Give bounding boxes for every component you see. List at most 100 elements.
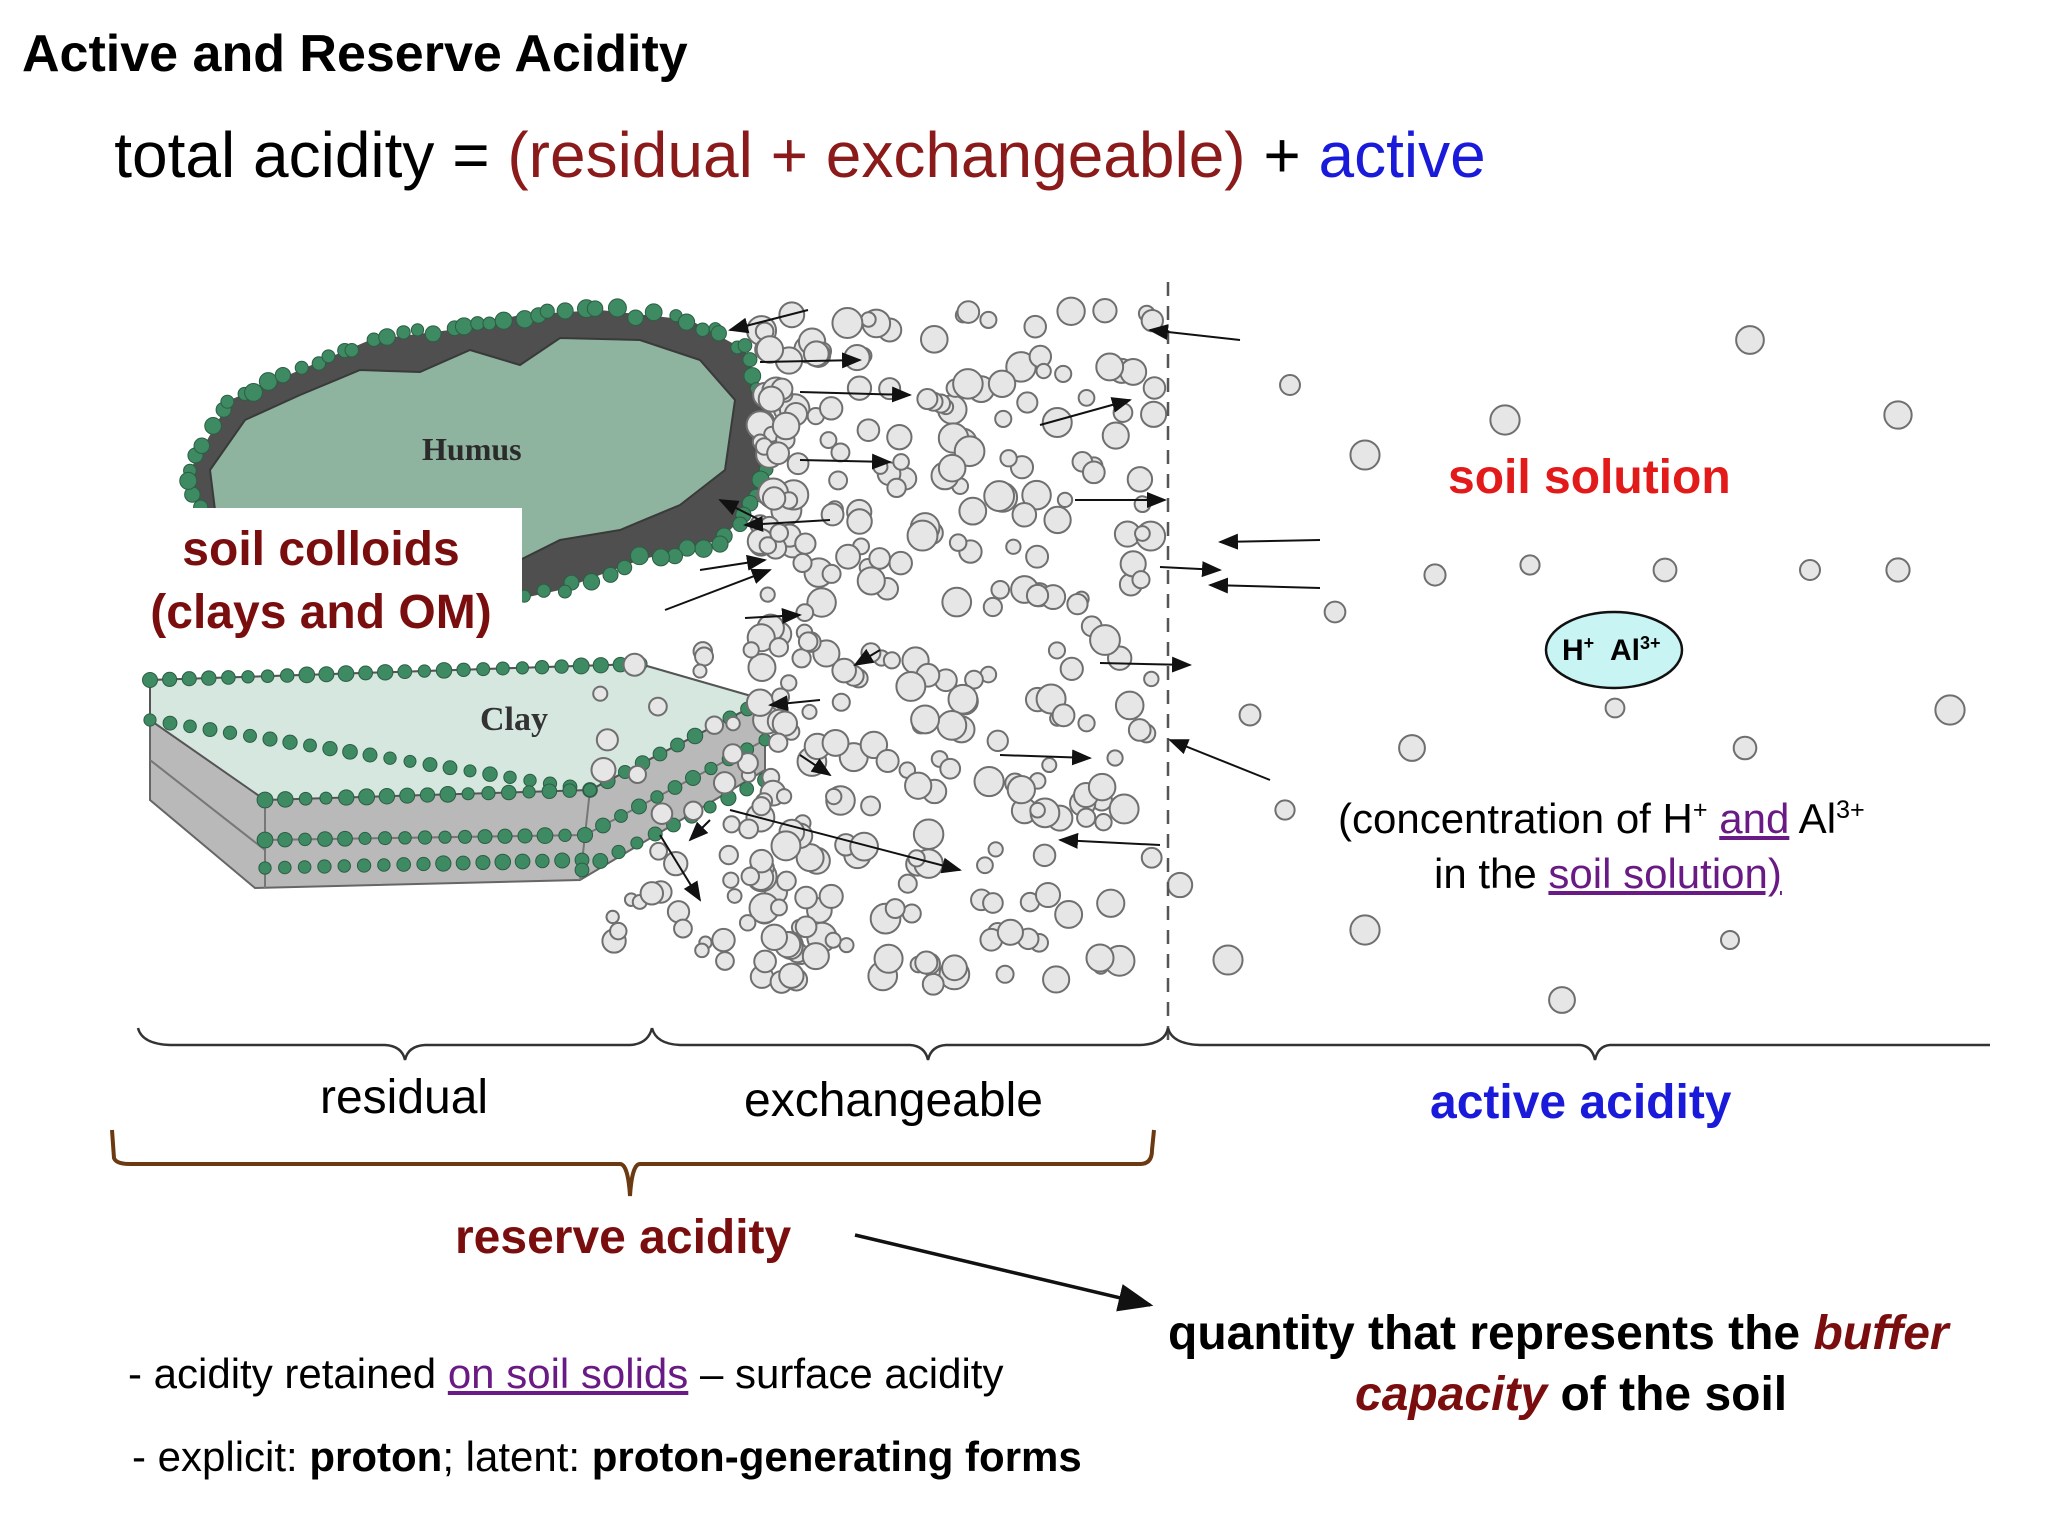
solution-particle [856,566,886,596]
solution-particle [759,586,776,603]
bead [416,856,431,872]
bead [358,831,372,845]
solution-particle [1056,491,1074,509]
solution-particle [590,756,617,783]
bead [711,535,729,553]
bead [651,548,670,567]
solution-particle [722,871,740,889]
solution-particle [1799,559,1821,581]
solution-particle [849,831,880,862]
bead [321,349,336,364]
solution-particle [1041,757,1058,774]
bead [294,360,309,375]
bead [143,713,157,727]
solution-particle [976,856,994,875]
bead [162,715,178,731]
bead [362,747,378,763]
solution-particle [1274,799,1296,821]
on-soil-solids-link[interactable]: on soil solids [447,1350,689,1397]
solution-particle [1134,525,1151,542]
solution-particle [824,931,842,949]
bead [534,659,550,675]
solution-particle [786,452,810,476]
solution-particle [1095,352,1125,382]
solution-particle [740,866,761,887]
solution-particle [1349,439,1381,471]
soil-solution-label: soil solution [1448,451,1731,504]
solution-particle [996,918,1024,946]
bead [202,722,218,738]
and-link[interactable]: and [1719,795,1790,842]
solution-particle [878,377,902,401]
soil-solution-link[interactable]: soil solution) [1548,850,1782,897]
buffer-pointer-arrow [854,1233,1154,1312]
bead [477,829,493,845]
bead [666,817,681,833]
bead [644,303,663,322]
bead [317,831,333,847]
bead [704,761,718,776]
solution-particle [1548,986,1576,1014]
solution-particle [605,909,620,925]
solution-particle [1006,775,1036,805]
solution-particle [886,424,913,451]
solution-particle [776,870,797,892]
bead [576,826,594,844]
bead [142,672,158,688]
solution-particle [1042,965,1071,994]
bead [435,855,452,872]
bead [629,546,649,566]
solution-particle [1066,593,1089,616]
bead [435,662,453,679]
solution-particle [990,579,1011,600]
bead [337,859,351,873]
solution-particle [760,923,789,952]
solution-particle [622,652,647,677]
solution-particle [819,431,838,449]
solution-particle [1094,813,1113,832]
solution-particle [1087,772,1117,802]
bead [494,311,513,330]
solution-particle [795,603,815,622]
bead [204,417,222,435]
bead [737,338,753,353]
bead [554,659,569,674]
bead [686,727,704,745]
solution-particle [1081,460,1106,485]
solution-particle [736,752,759,775]
solution-particle [820,502,845,527]
solution-particle [856,418,881,442]
bead [322,740,338,757]
bead [710,325,727,342]
bead [221,670,236,685]
bead [417,664,432,678]
solution-particle [747,653,777,683]
solution-particle [818,883,844,909]
solution-particle [947,683,979,715]
solution-particle [778,962,805,989]
solution-particle [745,688,775,717]
residual-label: residual [320,1071,489,1124]
buffer-note-line2: capacity of the soil [1355,1368,1788,1421]
solution-particle [791,648,812,669]
solution-particle [1029,801,1046,819]
solution-particle [948,533,968,552]
solution-particle [1519,554,1541,576]
solution-particle [1034,881,1062,909]
solution-particle [1127,718,1152,742]
solution-particle [906,519,939,552]
solution-particle [1719,929,1741,951]
solution-particle [973,765,1005,798]
bead [574,862,590,878]
solution-particle [821,563,842,584]
solution-particle [1092,298,1118,324]
solution-particle [843,343,871,372]
solution-particle [770,830,802,862]
solution-particle [1349,914,1381,946]
solution-particle [1112,402,1134,423]
bead [522,785,536,799]
bead [595,817,611,834]
bead [562,783,577,798]
bead [582,782,598,798]
solution-particle [1023,314,1047,339]
